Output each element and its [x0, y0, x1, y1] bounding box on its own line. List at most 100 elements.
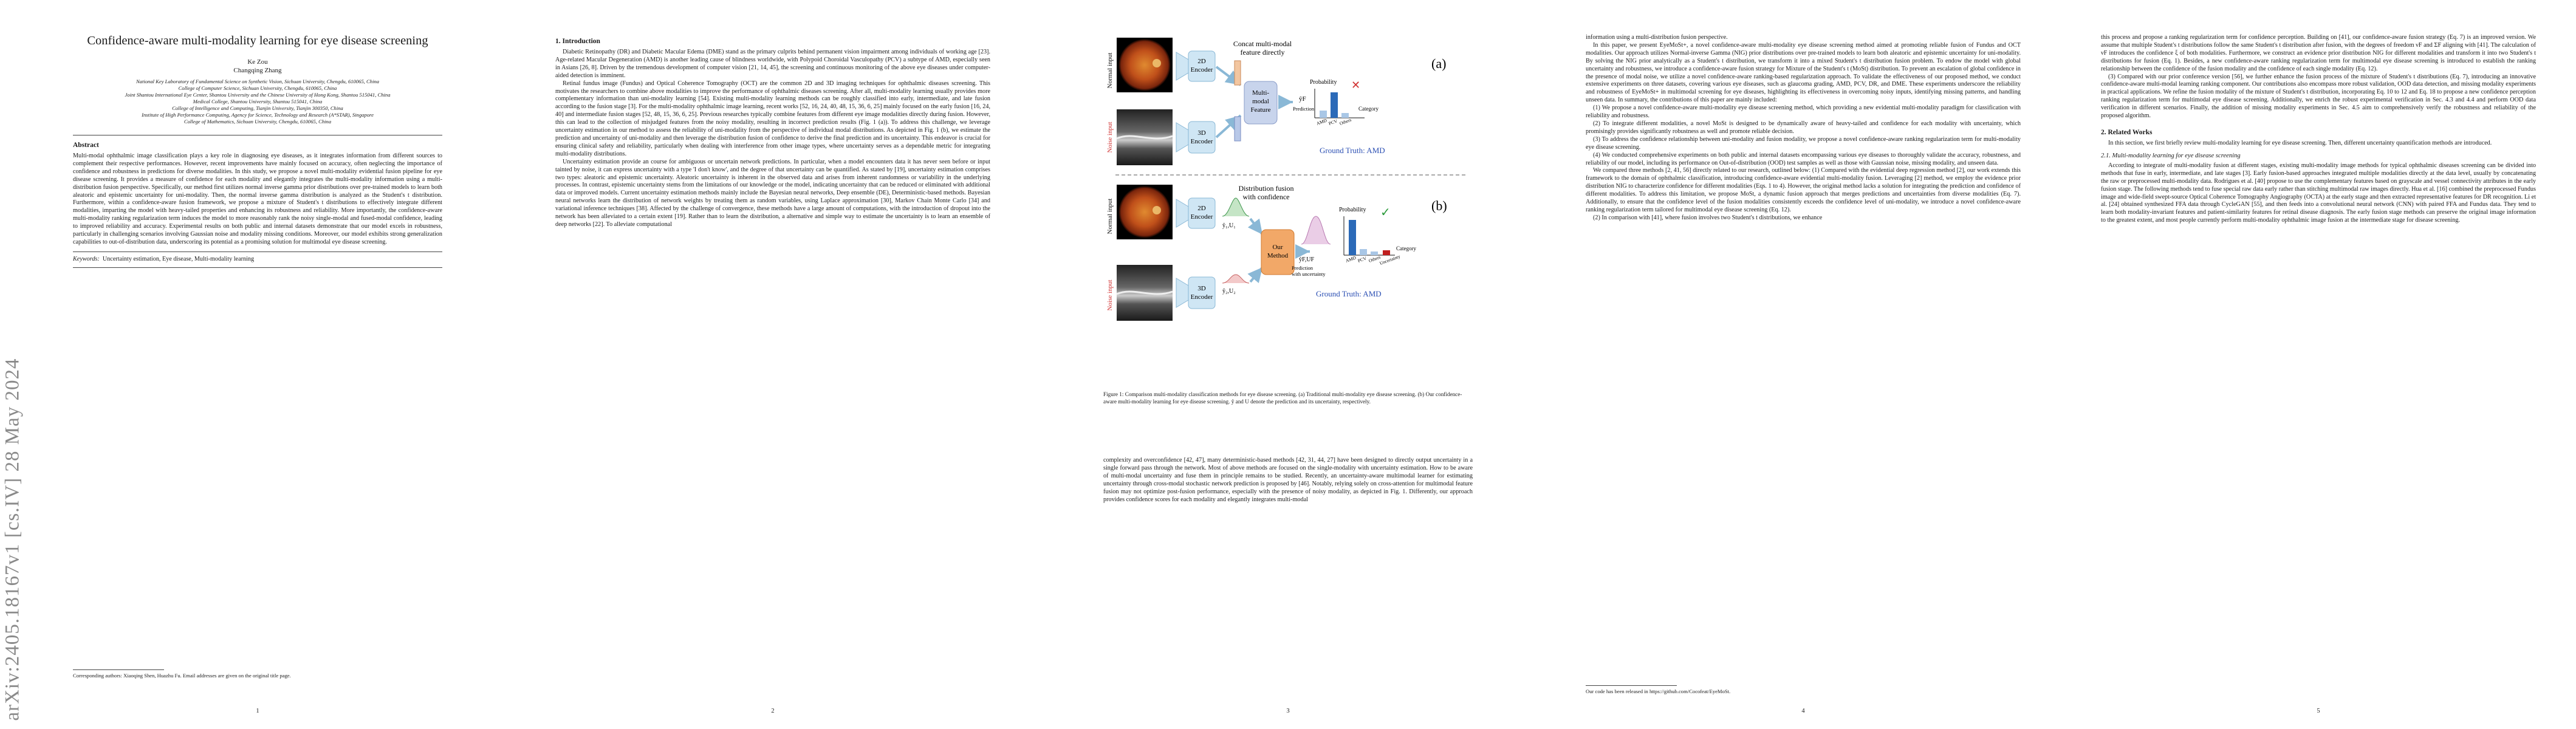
- page-number: 5: [2317, 708, 2320, 714]
- paragraph: Retinal fundus image (Fundus) and Optica…: [555, 80, 990, 157]
- fusion-title: Distribution fusion: [1238, 184, 1293, 193]
- encoder-2d-label: 2D: [1197, 58, 1206, 65]
- encoder-3d-label: 3D: [1197, 285, 1206, 292]
- page-4-column: information using a multi-distribution f…: [1586, 34, 2021, 222]
- keywords-text: Uncertainty estimation, Eye disease, Mul…: [102, 255, 255, 262]
- paragraph: information using a multi-distribution f…: [1586, 34, 1728, 41]
- encoder-3d-label: Encoder: [1191, 138, 1213, 145]
- affiliation: Institute of High Performance Computing,…: [142, 112, 374, 118]
- author-line-1: Ke Zou: [247, 58, 268, 66]
- paragraph: According to integrate of multi-modality…: [2101, 162, 2536, 224]
- bar-label: Others: [1339, 117, 1352, 126]
- contribution-item: (4) We conducted comprehensive experimen…: [1586, 151, 2021, 166]
- category-label: Category: [1396, 245, 1416, 252]
- page-number: 2: [771, 708, 775, 714]
- category-label: Category: [1358, 106, 1379, 112]
- footnote-rule: [73, 669, 164, 670]
- page-3-column: complexity and overconfidence [42, 47], …: [1103, 457, 1473, 504]
- contribution-item: (3) To address the confidence relationsh…: [1586, 135, 2021, 151]
- affiliation: College of Mathematics, Sichuan Universi…: [183, 118, 332, 125]
- abstract-heading: Abstract: [73, 142, 99, 149]
- author-line-2: Changqing Zhang: [233, 67, 282, 74]
- bar-others-a: [1341, 113, 1349, 118]
- keywords: Keywords: Uncertainty estimation, Eye di…: [73, 256, 442, 262]
- bar-others-b: [1371, 252, 1378, 255]
- page-2-column: 1. Introduction Diabetic Retinopathy (DR…: [555, 34, 990, 229]
- section-heading: 1. Introduction: [555, 38, 600, 45]
- bar-uncertainty-b: [1383, 250, 1390, 255]
- paragraph: We compared three methods [2, 41, 56] di…: [1586, 167, 2021, 213]
- page-1-column: Confidence-aware multi-modality learning…: [73, 33, 442, 272]
- paragraph: In this paper, we present EyeMoSt+, a no…: [1586, 41, 2021, 104]
- author-list: Ke Zou Changqing Zhang: [73, 58, 442, 75]
- concat-title: feature directly: [1241, 48, 1285, 56]
- figure-caption: Figure 1: Comparison multi-modality clas…: [1103, 391, 1462, 405]
- panel-label-b: (b): [1431, 198, 1447, 213]
- bar-amd-b: [1349, 220, 1356, 255]
- distribution-2: [1222, 274, 1250, 284]
- noise-input-label: Noise input: [1106, 122, 1114, 152]
- page-5: this process and propose a ranking regul…: [2061, 0, 2576, 729]
- y-uf-label: ŷF,UF: [1299, 256, 1314, 263]
- footnote: Our code has been released in https://gi…: [1586, 685, 2021, 695]
- paragraph: (2) In comparison with [41], where fusio…: [1593, 214, 1823, 221]
- our-method-box: [1261, 229, 1295, 275]
- prediction-label: Prediction: [1293, 106, 1315, 112]
- page-1: Confidence-aware multi-modality learning…: [0, 0, 515, 729]
- encoder-3d-label: 3D: [1197, 129, 1206, 137]
- mm-feature-label: Multi-: [1252, 89, 1269, 97]
- encoder-3d-label: Encoder: [1191, 293, 1213, 301]
- bar-pcv-a: [1331, 92, 1338, 118]
- footnote-rule: [1586, 685, 1677, 686]
- keywords-label: Keywords:: [73, 255, 100, 262]
- encoder-3d-b: [1188, 276, 1216, 309]
- affiliation: Joint Shantou International Eye Center, …: [125, 92, 391, 98]
- probability-label: Probability: [1339, 207, 1366, 213]
- footnote-text: Corresponding authors: Xiaoqing Shen, Hu…: [73, 673, 291, 679]
- affiliation: Medical College, Shantou University, Sha…: [193, 98, 323, 104]
- figure-1: Normal input Noise input 2D Encoder 3D E…: [1103, 34, 1473, 385]
- bar-pcv-b: [1360, 249, 1367, 255]
- ground-truth-b: Ground Truth: AMD: [1316, 289, 1382, 298]
- our-method-label: Our: [1272, 244, 1283, 251]
- wrong-cross-icon: ✕: [1351, 79, 1360, 91]
- abstract-text: Multi-modal ophthalmic image classificat…: [73, 152, 442, 245]
- page-number: 1: [256, 708, 259, 714]
- page-4: information using a multi-distribution f…: [1546, 0, 2061, 729]
- probability-label: Probability: [1310, 79, 1337, 86]
- affiliation-list: National Key Laboratory of Fundamental S…: [73, 78, 442, 125]
- footnote: Corresponding authors: Xiaoqing Shen, Hu…: [73, 669, 442, 679]
- page-3: Normal input Noise input 2D Encoder 3D E…: [1030, 0, 1546, 729]
- pred-unc-label: with uncertainty: [1292, 271, 1326, 277]
- bar-amd-a: [1320, 111, 1327, 118]
- paragraph: Diabetic Retinopathy (DR) and Diabetic M…: [555, 49, 990, 79]
- fundus-disc: [1118, 39, 1171, 91]
- encoder-3d-a: [1188, 121, 1216, 154]
- ground-truth-a: Ground Truth: AMD: [1320, 146, 1385, 155]
- footnote-text: Our code has been released in https://gi…: [1586, 688, 1731, 694]
- page-number: 3: [1286, 708, 1290, 714]
- y-u2-label: ŷ₂,U₂: [1222, 288, 1236, 295]
- multimodal-feature-box: [1244, 81, 1278, 125]
- paragraph: (3) Compared with our prior conference v…: [2101, 73, 2536, 120]
- encoder-2d-b: [1188, 197, 1216, 229]
- encoder-2d-a: [1188, 50, 1216, 82]
- paragraph: this process and propose a ranking regul…: [2101, 34, 2536, 72]
- panel-a: Normal input Noise input 2D Encoder 3D E…: [1106, 38, 1446, 165]
- fused-distribution: [1301, 216, 1331, 245]
- paragraph: Uncertainty estimation provide an course…: [555, 158, 990, 228]
- paragraph: complexity and overconfidence [42, 47], …: [1103, 457, 1473, 503]
- normal-input-label: Normal input: [1106, 53, 1114, 89]
- concat-title: Concat multi-modal: [1233, 39, 1292, 48]
- contribution-item: (1) We propose a novel confidence-aware …: [1586, 104, 2021, 120]
- correct-check-icon: ✓: [1380, 206, 1391, 219]
- our-method-label: Method: [1267, 252, 1289, 259]
- page-2: 1. Introduction Diabetic Retinopathy (DR…: [515, 0, 1030, 729]
- paragraph: In this section, we first briefly review…: [2108, 139, 2492, 146]
- y-f-label: ŷF: [1299, 95, 1306, 103]
- affiliation: College of Computer Science, Sichuan Uni…: [178, 85, 337, 91]
- contribution-item: (2) To integrate different modalities, a…: [1586, 120, 2021, 135]
- mm-feature-label: modal: [1252, 98, 1269, 105]
- fusion-title: with confidence: [1243, 193, 1290, 201]
- distribution-1: [1222, 197, 1250, 217]
